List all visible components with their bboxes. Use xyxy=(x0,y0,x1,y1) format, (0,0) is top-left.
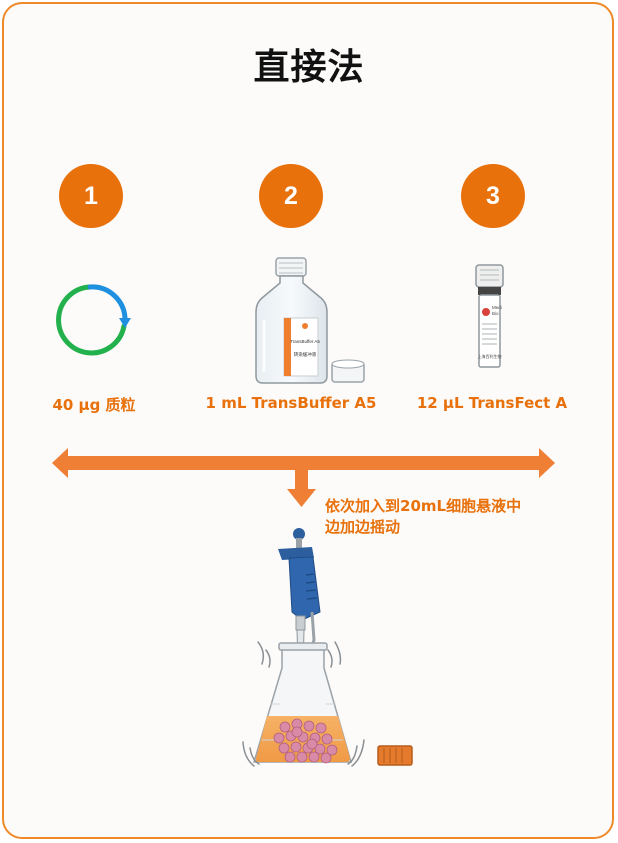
cell xyxy=(314,743,326,755)
cell xyxy=(290,741,302,753)
cell xyxy=(308,751,320,763)
cell xyxy=(321,733,333,745)
cell xyxy=(273,732,285,744)
cell xyxy=(279,721,291,733)
step-2-badge: 2 xyxy=(259,164,323,228)
cell-cluster xyxy=(273,718,338,764)
bottle-label-subtitle: 转染缓冲液 xyxy=(294,351,317,358)
step-2-caption: 1 mL TransBuffer A5 xyxy=(205,394,377,412)
cell xyxy=(315,722,327,734)
instruction-line-1: 依次加入到20mL细胞悬液中 xyxy=(325,497,522,515)
instruction-line-2: 边加边摇动 xyxy=(325,518,401,536)
step-1-badge: 1 xyxy=(59,164,123,228)
bottle-label-name: TransBuffer A5 xyxy=(290,339,320,344)
cell xyxy=(326,744,338,756)
step-3-caption: 12 µL TransFect A xyxy=(416,394,568,412)
cell xyxy=(284,751,296,763)
shake-motion-marks xyxy=(242,641,365,767)
transbuffer-bottle-icon: TransBuffer A5 转染缓冲液 xyxy=(255,257,365,384)
cell xyxy=(306,738,318,750)
cell xyxy=(296,751,308,763)
cell xyxy=(278,742,290,754)
step-1-caption: 40 µg 质粒 xyxy=(52,396,136,414)
vial-brand-line2: Bio xyxy=(492,311,499,316)
mixing-instruction: 依次加入到20mL细胞悬液中 边加边摇动 xyxy=(325,496,521,538)
step-3-badge: 3 xyxy=(461,164,525,228)
cell xyxy=(291,726,303,738)
vial-footer-text: 上海百利生物 xyxy=(478,353,502,359)
cell xyxy=(320,752,332,764)
cell xyxy=(303,720,315,732)
plasmid-icon xyxy=(56,284,131,356)
erlenmeyer-flask-icon xyxy=(252,642,352,763)
flask-cap-icon xyxy=(377,745,413,766)
page-title: 直接法 xyxy=(253,47,365,88)
vial-brand-line1: Medi xyxy=(492,305,502,310)
combine-arrow xyxy=(52,448,555,507)
transfect-vial-icon: Medi Bio 上海百利生物 xyxy=(475,264,504,368)
